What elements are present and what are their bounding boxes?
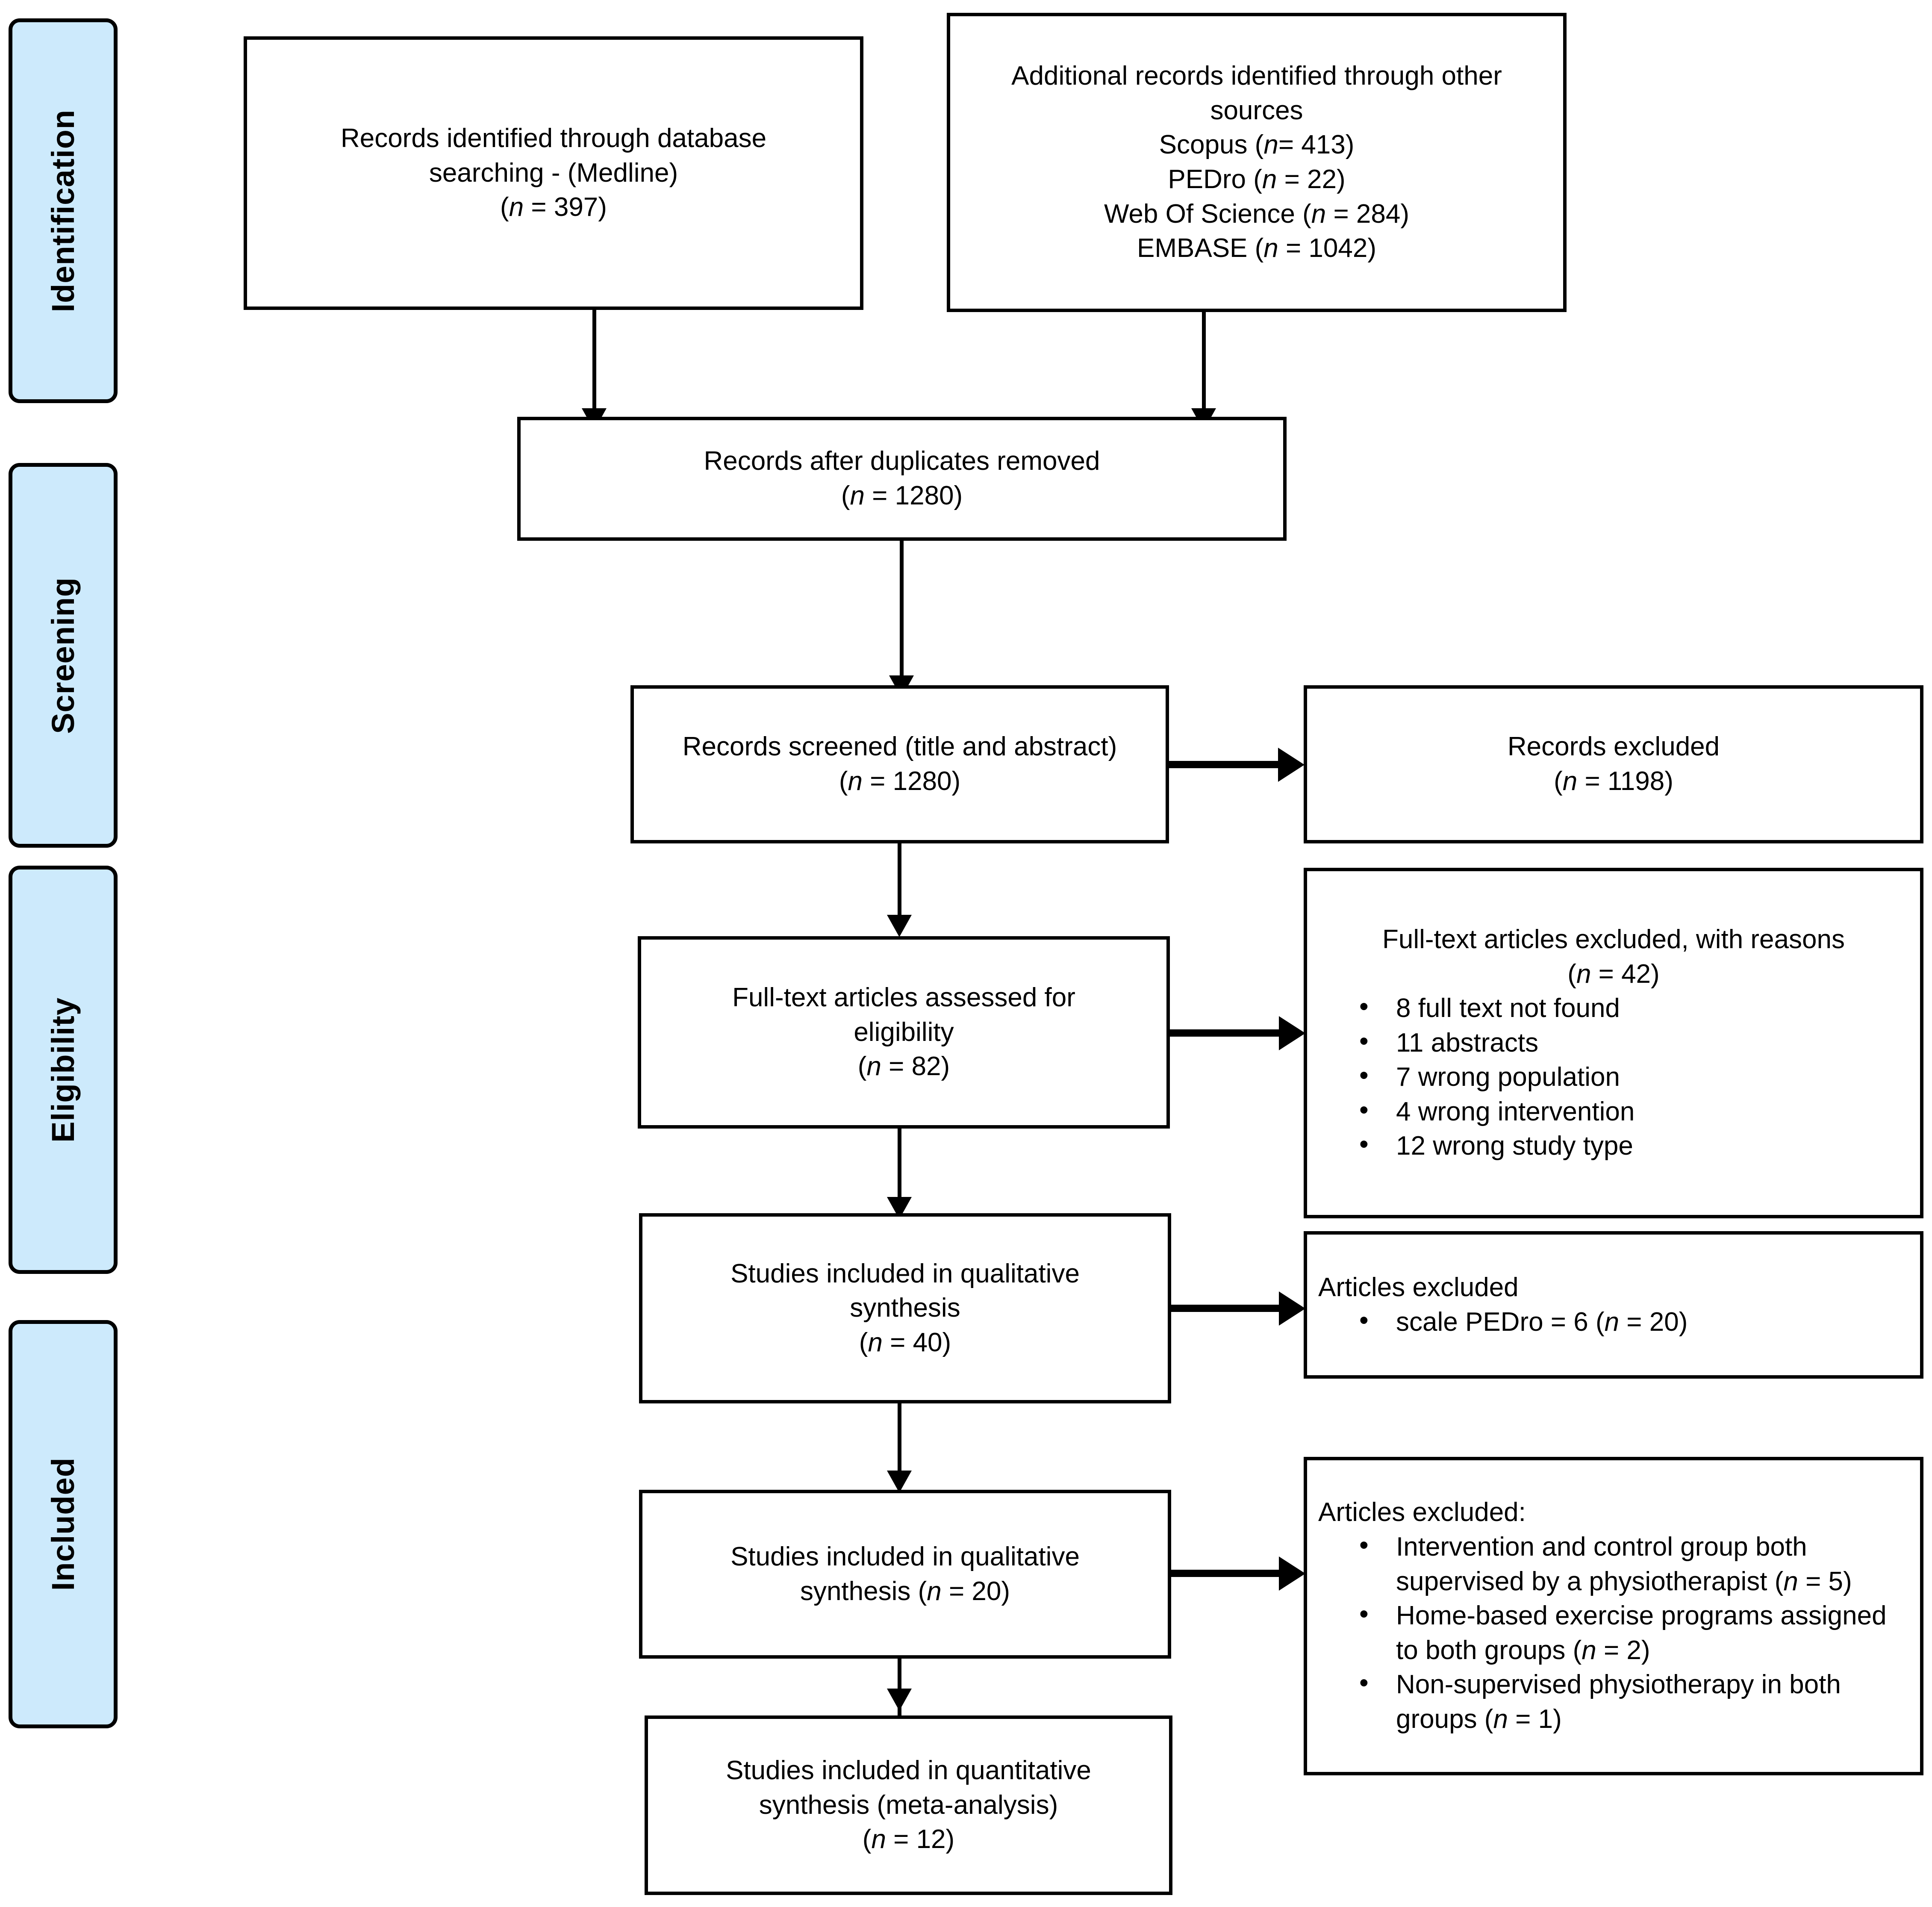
source-pedro: PEDro (n = 22) <box>1168 165 1346 194</box>
fulltext-assessed-line-1: Full-text articles assessed for <box>732 983 1075 1013</box>
box-records-identified-database: Records identified through database sear… <box>244 36 863 310</box>
quantitative12-count: (n = 12) <box>862 1824 955 1854</box>
box-fulltext-assessed: Full-text articles assessed for eligibil… <box>638 936 1170 1129</box>
connector-other-to-duplicates <box>1202 312 1206 415</box>
quantitative12-line-2: synthesis (meta-analysis) <box>759 1790 1058 1820</box>
box-records-after-duplicates-removed: Records after duplicates removed (n = 12… <box>517 417 1287 541</box>
qualitative40-count: (n = 40) <box>859 1327 951 1357</box>
arrow-screened-to-excluded <box>1278 748 1305 782</box>
arrow-qualitative20-to-excluded <box>1279 1556 1305 1591</box>
records-excluded-count: (n = 1198) <box>1554 766 1673 796</box>
connector-db-to-duplicates <box>592 310 596 415</box>
source-web-of-science: Web Of Science (n = 284) <box>1104 199 1409 229</box>
pedro-exclusion-item: scale PEDro = 6 (n = 20) <box>1359 1303 1909 1340</box>
fulltext-excluded-count: (n = 42) <box>1567 959 1660 989</box>
final-exclusion-item: Home-based exercise programs assigned to… <box>1359 1597 1909 1668</box>
stage-label-screening: Screening <box>9 463 118 848</box>
records-excluded-line-1: Records excluded <box>1507 732 1720 762</box>
arrow-qualitative20-to-quantitative <box>887 1689 912 1711</box>
connector-fulltext-to-qualitative40 <box>898 1129 901 1203</box>
db-search-count: (n = 397) <box>500 192 607 222</box>
duplicates-line-1: Records after duplicates removed <box>704 446 1100 476</box>
qualitative20-line-2: synthesis (n = 20) <box>800 1576 1010 1606</box>
pedro-excluded-line-1: Articles excluded <box>1318 1272 1519 1302</box>
connector-fulltext-to-excluded <box>1170 1029 1283 1037</box>
box-additional-records-other-sources: Additional records identified through ot… <box>947 13 1567 312</box>
final-exclusion-item: Non-supervised physiotherapy in both gro… <box>1359 1666 1909 1736</box>
arrow-fulltext-to-excluded <box>1279 1016 1305 1050</box>
duplicates-count: (n = 1280) <box>841 481 963 510</box>
box-articles-excluded-pedro: Articles excluded scale PEDro = 6 (n = 2… <box>1304 1231 1923 1379</box>
box-studies-qualitative-20: Studies included in qualitative synthesi… <box>639 1490 1171 1659</box>
qualitative40-line-1: Studies included in qualitative <box>730 1259 1080 1288</box>
records-screened-count: (n = 1280) <box>839 766 961 796</box>
stage-label-included-text: Included <box>45 1457 81 1591</box>
exclusion-reason-item: 8 full text not found <box>1359 990 1909 1026</box>
connector-duplicates-to-screened <box>900 541 904 682</box>
exclusion-reason-item: 4 wrong intervention <box>1359 1093 1909 1129</box>
arrow-screened-to-fulltext <box>887 915 912 937</box>
final-exclusion-reason-list: Intervention and control group both supe… <box>1318 1528 1909 1737</box>
stage-label-eligibility: Eligibility <box>9 866 118 1274</box>
box-studies-qualitative-40: Studies included in qualitative synthesi… <box>639 1213 1171 1403</box>
pedro-exclusion-reason-list: scale PEDro = 6 (n = 20) <box>1318 1303 1909 1340</box>
other-sources-line-2: sources <box>1210 95 1303 125</box>
box-records-excluded: Records excluded (n = 1198) <box>1304 685 1923 843</box>
quantitative12-line-1: Studies included in quantitative <box>726 1756 1091 1786</box>
fulltext-assessed-count: (n = 82) <box>857 1052 950 1082</box>
fulltext-exclusion-reason-list: 8 full text not found 11 abstracts 7 wro… <box>1318 990 1909 1164</box>
db-search-line-2: searching - (Medline) <box>429 158 678 188</box>
connector-qualitative40-to-excluded <box>1171 1305 1283 1312</box>
stage-label-identification-text: Identification <box>45 109 81 312</box>
box-records-screened: Records screened (title and abstract) (n… <box>630 685 1169 843</box>
final-exclusion-item: Intervention and control group both supe… <box>1359 1528 1909 1599</box>
connector-qualitative20-to-excluded <box>1171 1570 1283 1577</box>
qualitative20-line-1: Studies included in qualitative <box>730 1542 1080 1571</box>
arrow-qualitative40-to-excluded <box>1279 1291 1305 1326</box>
other-sources-line-1: Additional records identified through ot… <box>1011 61 1502 91</box>
exclusion-reason-item: 12 wrong study type <box>1359 1128 1909 1164</box>
exclusion-reason-item: 11 abstracts <box>1359 1024 1909 1061</box>
connector-screened-to-fulltext <box>898 843 901 920</box>
stage-label-screening-text: Screening <box>45 577 81 734</box>
source-embase: EMBASE (n = 1042) <box>1137 233 1376 263</box>
stage-label-included: Included <box>9 1320 118 1728</box>
qualitative40-line-2: synthesis <box>850 1293 960 1323</box>
box-fulltext-excluded-with-reasons: Full-text articles excluded, with reason… <box>1304 868 1923 1218</box>
fulltext-excluded-line-1: Full-text articles excluded, with reason… <box>1382 924 1845 954</box>
fulltext-assessed-line-2: eligibility <box>854 1017 954 1047</box>
connector-screened-to-excluded <box>1169 761 1282 768</box>
records-screened-line-1: Records screened (title and abstract) <box>682 732 1117 762</box>
connector-qualitative40-to-qualitative20 <box>898 1403 901 1478</box>
final-excluded-line-1: Articles excluded: <box>1318 1497 1526 1527</box>
box-articles-excluded-final: Articles excluded: Intervention and cont… <box>1304 1457 1923 1775</box>
box-studies-quantitative-12: Studies included in quantitative synthes… <box>645 1715 1172 1895</box>
stage-label-identification: Identification <box>9 18 118 403</box>
arrow-qualitative40-to-qualitative20 <box>887 1471 912 1493</box>
db-search-line-1: Records identified through database <box>340 124 767 153</box>
source-scopus: Scopus (n= 413) <box>1159 130 1355 160</box>
exclusion-reason-item: 7 wrong population <box>1359 1058 1909 1095</box>
stage-label-eligibility-text: Eligibility <box>45 997 81 1143</box>
